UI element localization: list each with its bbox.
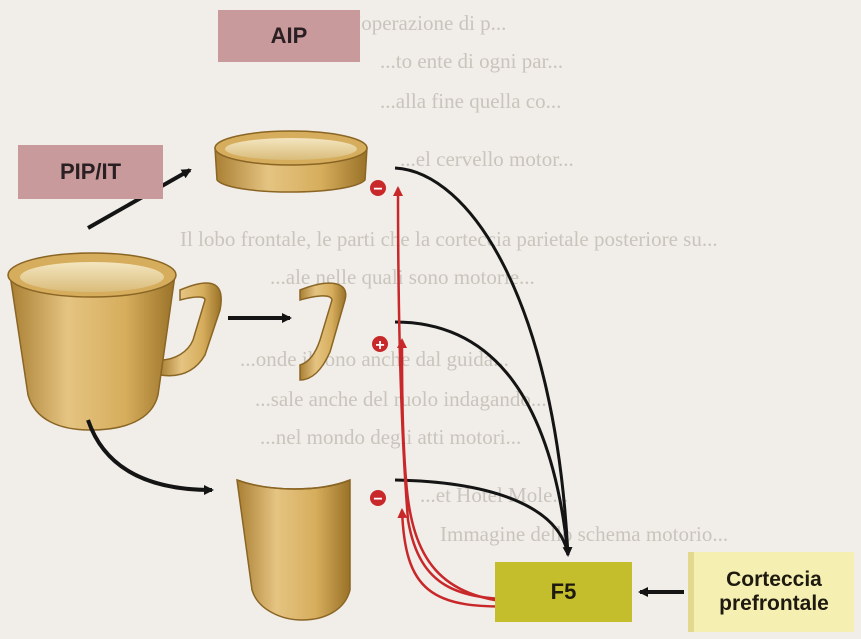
signal-text: − (373, 491, 382, 508)
minus-signal-top: − (370, 180, 386, 198)
arrow-cup-to-body (88, 420, 212, 490)
signal-text: − (373, 181, 382, 198)
cup-handle-fragment (300, 283, 346, 380)
aip-label: AIP (218, 10, 360, 62)
cup-body-fragment (237, 480, 350, 620)
full-cup (8, 253, 221, 430)
prefrontal-cortex-label: Corteccia prefrontale (688, 552, 854, 632)
f5-label: F5 (495, 562, 632, 622)
signal-text: + (375, 337, 384, 354)
minus-signal-bottom: − (370, 490, 386, 508)
projection-handle-to-f5 (395, 322, 568, 555)
projection-body-to-f5 (395, 480, 568, 555)
cup-rim-fragment (215, 131, 367, 192)
pip-it-label: PIP/IT (18, 145, 163, 199)
projection-rim-to-f5 (395, 168, 568, 555)
plus-signal-middle: + (372, 336, 388, 354)
